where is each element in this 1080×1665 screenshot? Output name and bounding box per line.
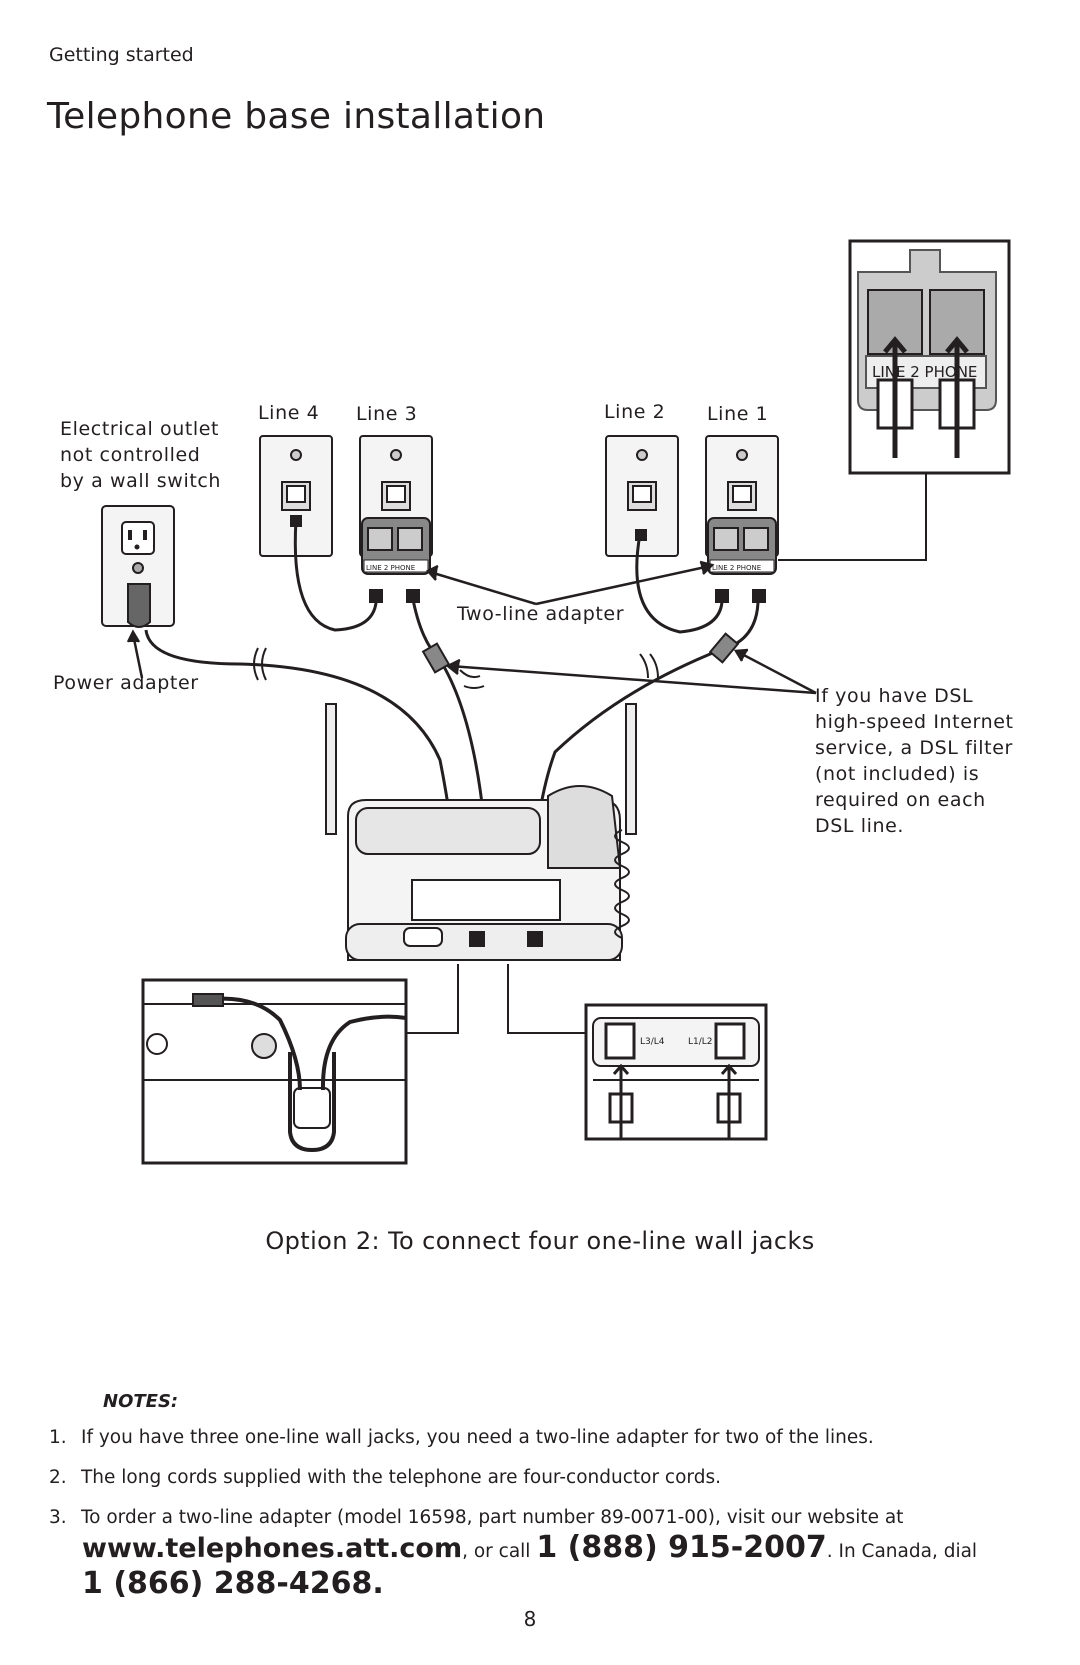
diagram-caption: Option 2: To connect four one-line wall … [265,1227,815,1255]
base-jack-inset [584,1003,768,1141]
dsl-note: If you have DSL high-speed Internet serv… [815,685,1014,837]
installation-diagram: Line 4 Line 3 Line 2 Line 1 Two-line ada… [53,239,1011,1165]
line2-label: Line 2 [604,401,665,423]
electrical-outlet [101,505,175,628]
power-adapter-label: Power adapter [53,672,199,694]
adapter-port-label: LINE 2 PHONE [712,564,761,572]
two-line-adapter-line1 [707,517,777,575]
adapter-port-label: LINE 2 PHONE [366,564,415,572]
note-item: 2.The long cords supplied with the telep… [49,1467,721,1488]
line4-label: Line 4 [258,402,319,424]
adapter-inset [848,239,1011,475]
section-label: Getting started [49,44,194,66]
page-title: Telephone base installation [47,96,546,137]
power-jack-inset [141,978,408,1165]
phone-canada: 1 (866) 288-4268 [82,1566,373,1601]
wall-jack-line2 [605,435,679,557]
phone-us: 1 (888) 915-2007 [536,1530,827,1565]
note-item: 3.To order a two-line adapter (model 165… [49,1507,904,1528]
base-jack-label-left: L3/L4 [640,1037,665,1047]
adapter-port-label: LINE 2 PHONE [872,363,977,381]
two-line-adapter-line3 [361,517,431,575]
two-line-adapter-label: Two-line adapter [456,603,624,625]
line1-label: Line 1 [707,403,768,425]
line3-label: Line 3 [356,403,417,425]
note-contact-line: www.telephones.att.com, or call 1 (888) … [82,1530,978,1565]
page-number: 8 [523,1607,537,1631]
note-canada-line: 1 (866) 288-4268. [82,1566,384,1601]
telephone-base [325,703,637,961]
notes-heading: NOTES: [103,1391,179,1412]
outlet-label: Electrical outlet not controlled by a wa… [60,418,222,492]
website-link[interactable]: www.telephones.att.com [82,1533,463,1564]
base-jack-label-right: L1/L2 [688,1037,713,1047]
note-item: 1.If you have three one-line wall jacks,… [49,1427,874,1448]
